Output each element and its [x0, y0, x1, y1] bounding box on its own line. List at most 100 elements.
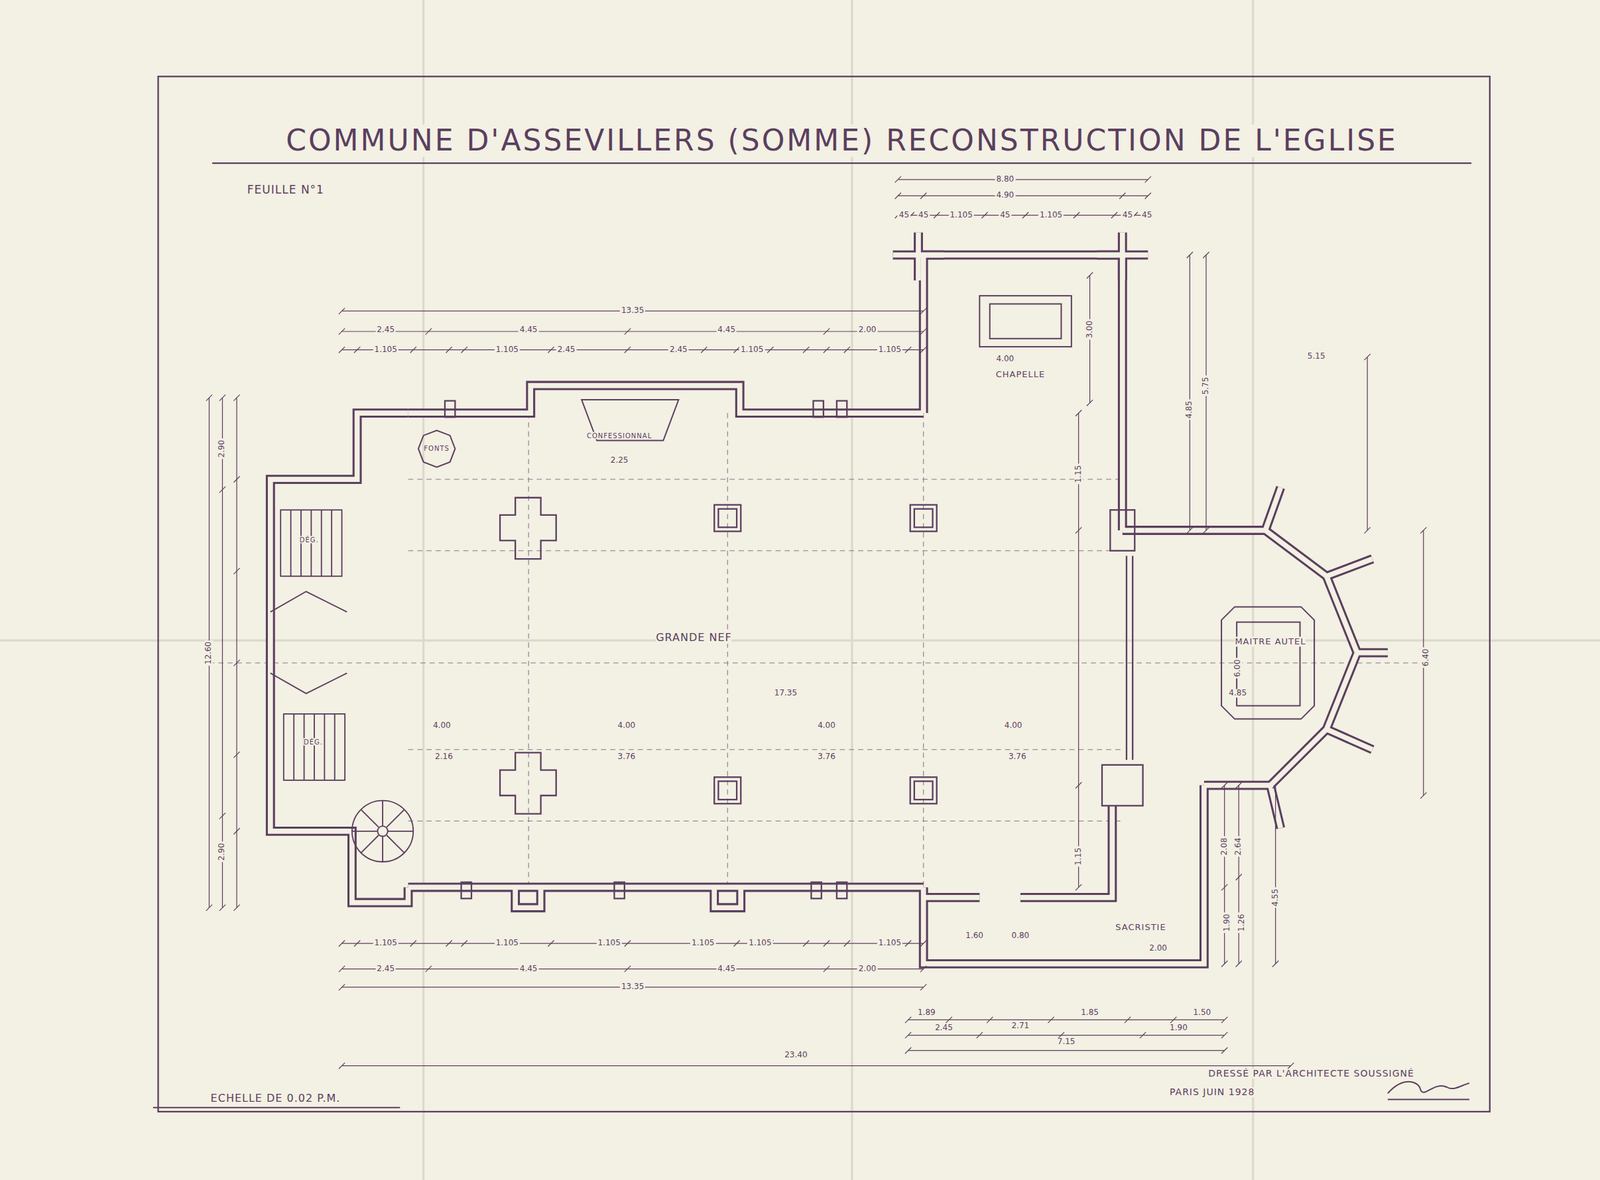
dimension-tick — [425, 966, 432, 973]
plan-stroke — [280, 509, 342, 577]
dimension-tick — [446, 346, 453, 353]
room-name: SACRISTIE — [1115, 923, 1166, 933]
dimension-tick — [219, 905, 226, 912]
dimension-value: 1.105 — [948, 210, 974, 220]
dimension-value: 12.60 — [204, 639, 214, 666]
dimension-value: 4.00 — [616, 722, 638, 731]
dimension-value: 1.105 — [494, 345, 520, 355]
dimension-tick — [1186, 251, 1193, 258]
dimension-line — [897, 214, 1148, 216]
dimension-tick — [410, 940, 417, 947]
plan-stroke — [850, 0, 853, 1180]
dimension-tick — [1235, 960, 1242, 967]
dimension-value: 5.15 — [1306, 352, 1327, 362]
plan-stroke — [208, 662, 1429, 664]
plan-stroke — [914, 509, 933, 528]
dimension-tick — [338, 966, 345, 973]
dimension-tick — [844, 346, 851, 353]
dimension-line — [342, 349, 924, 351]
dimension-value: 2.00 — [1147, 944, 1169, 953]
plan-stroke — [714, 505, 741, 532]
dimension-value: 1.85 — [1079, 1008, 1101, 1018]
dimension-tick — [1221, 782, 1228, 789]
dimension-value: 4.45 — [716, 326, 737, 335]
room-name: MAITRE AUTEL — [1234, 637, 1306, 647]
dimension-value: 1.26 — [1237, 913, 1246, 934]
sheet-note: ECHELLE DE 0.02 P.M. — [209, 1092, 343, 1105]
room-label: FONTS — [420, 442, 453, 455]
dimension-value: 2.45 — [933, 1023, 955, 1033]
dimension-value: 8.80 — [994, 175, 1016, 184]
dimension-value: 1.105 — [877, 345, 903, 355]
plan-stroke — [352, 800, 414, 862]
dimension-tick — [1086, 399, 1093, 406]
plan-stroke — [422, 0, 425, 1180]
dimension-lines — [206, 176, 1427, 1069]
dimension-value: 4.45 — [518, 326, 540, 335]
room-name: FONTS — [423, 444, 450, 452]
dimension-value: 2.45 — [556, 345, 577, 355]
dimension-tick — [1202, 527, 1209, 534]
plan-stroke — [418, 430, 455, 467]
dimension-value: 4.00 — [816, 722, 837, 731]
plan-stroke — [408, 479, 1123, 481]
dimension-value: 1.105 — [1038, 210, 1064, 220]
dimension-tick — [1086, 272, 1093, 279]
dimension-line — [908, 1035, 1225, 1036]
dimension-tick — [895, 176, 902, 183]
dimension-tick — [802, 346, 809, 353]
dimension-value: 13.35 — [619, 307, 646, 316]
dimension-tick — [624, 328, 631, 335]
dimension-tick — [1145, 176, 1152, 183]
dimension-tick — [920, 192, 927, 199]
dimension-tick — [1075, 782, 1082, 789]
dimension-value: 2.71 — [1010, 1021, 1032, 1031]
dimension-tick — [905, 1032, 912, 1039]
dimension-tick — [461, 346, 468, 353]
dimension-line — [908, 1019, 1225, 1021]
plan-stroke — [1131, 555, 1134, 760]
dimension-tick — [802, 940, 809, 947]
plan-stroke — [581, 399, 679, 441]
dimension-tick — [233, 905, 240, 912]
plan-stroke — [989, 303, 1062, 339]
room-label: CONFESSIONNAL — [583, 430, 656, 443]
room-label: DÉG. — [296, 535, 323, 547]
plan-stroke — [923, 413, 924, 888]
dimension-tick — [1235, 782, 1242, 789]
dimension-tick — [233, 476, 240, 483]
dimension-tick — [1111, 212, 1118, 219]
dimension-value: 1.105 — [739, 345, 765, 355]
dimension-tick — [547, 940, 554, 947]
dimension-tick — [933, 212, 940, 219]
dimension-value: 1.90 — [1223, 913, 1232, 934]
plan-stroke — [979, 295, 1072, 347]
plan-stroke — [813, 401, 824, 418]
plan-stroke — [614, 882, 624, 900]
dimension-value: 4.55 — [1271, 887, 1280, 908]
plan-stroke — [836, 401, 847, 418]
dimension-value: 4.45 — [716, 964, 737, 974]
dimension-tick — [1022, 212, 1029, 219]
dimension-tick — [1221, 1032, 1228, 1039]
dimension-value: 1.105 — [373, 345, 399, 355]
dimension-value: 2.16 — [433, 752, 455, 762]
sheet-frame — [158, 76, 1490, 1112]
dimension-value: 4.00 — [994, 354, 1016, 364]
dimension-tick — [1119, 192, 1126, 199]
dimension-tick — [844, 940, 851, 947]
dimension-value: 6.00 — [1233, 657, 1242, 679]
dimension-tick — [1221, 1047, 1228, 1054]
plan-stroke — [1251, 0, 1254, 1180]
dimension-tick — [1287, 1062, 1294, 1069]
dimension-tick — [1075, 409, 1082, 416]
room-name: DÉG. — [299, 536, 319, 544]
dimension-value: 4.00 — [431, 722, 453, 731]
scale-underline — [153, 1107, 400, 1109]
dimension-value: 1.105 — [690, 938, 716, 948]
dimension-value: 2.64 — [1234, 836, 1244, 858]
sheet-note: FEUILLE N°1 — [246, 183, 326, 197]
plan-stroke — [1221, 606, 1315, 719]
